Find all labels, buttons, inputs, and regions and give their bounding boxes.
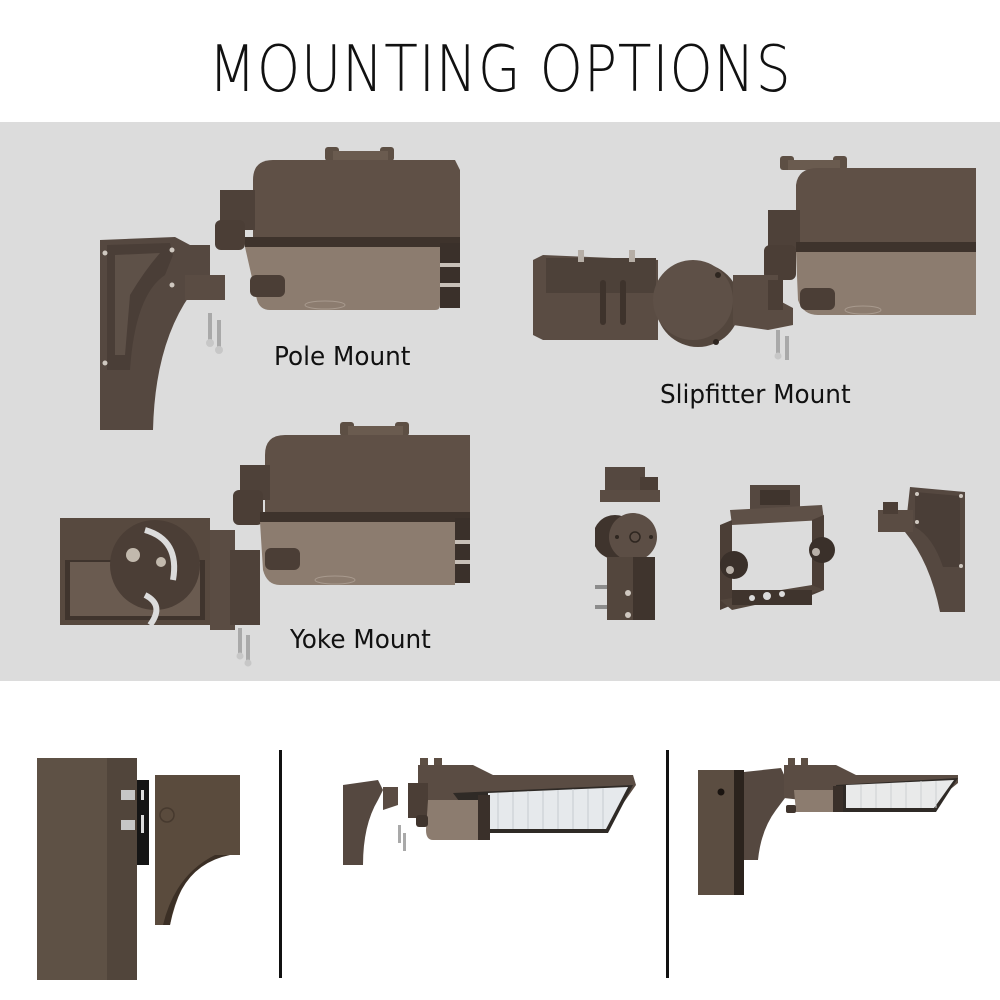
divider-left [279,750,282,978]
yoke-mount-label: Yoke Mount [290,625,431,655]
divider-right [666,750,669,978]
slipfitter-bracket-image [595,465,670,625]
page-title: MOUNTING OPTIONS [208,33,792,107]
arm-bracket-and-fixture-exploded-image [338,755,638,870]
pole-arm-bracket-image [875,482,970,612]
slipfitter-mount-image [528,150,978,360]
yoke-bracket-image [712,480,837,615]
yoke-mount-image [55,420,475,675]
square-pole-with-arm-bracket-image [35,755,250,980]
pole-mount-image [95,145,465,435]
pole-mount-label: Pole Mount [274,342,411,372]
fixture-installed-on-pole-image [696,750,961,895]
slipfitter-mount-label: Slipfitter Mount [660,380,851,410]
